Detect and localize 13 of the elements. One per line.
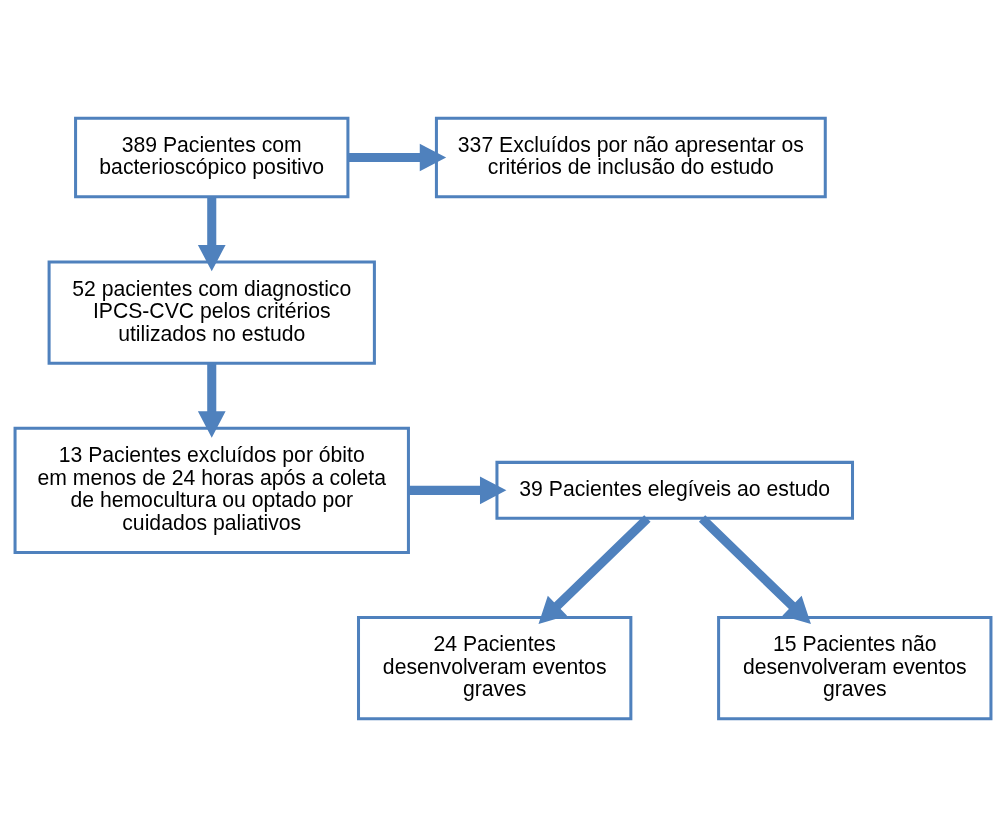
node-box: 389 Pacientes com bacterioscópico positivo xyxy=(73,116,349,199)
arrow xyxy=(347,143,446,172)
arrow xyxy=(408,476,506,505)
arrow xyxy=(698,515,811,625)
node-box: 52 pacientes com diagnostico IPCS-CVC pelos critérios utilizados no estudo xyxy=(47,260,376,365)
node-box: 13 Pacientes excluídos por óbito em menos de 24 horas após a coleta de hemocultura ou optado por cuidados paliativos xyxy=(13,426,410,554)
arrow xyxy=(538,515,651,625)
node-box: 39 Pacientes elegíveis ao estudo xyxy=(494,460,854,520)
node-box: 24 Pacientes desenvolveram eventos graves xyxy=(356,615,632,721)
arrow xyxy=(197,197,226,272)
node-box: 337 Excluídos por não apresentar os critérios de inclusão do estudo xyxy=(434,116,827,199)
arrow xyxy=(197,363,226,438)
node-box: 15 Pacientes não desenvolveram eventos graves xyxy=(716,615,992,721)
